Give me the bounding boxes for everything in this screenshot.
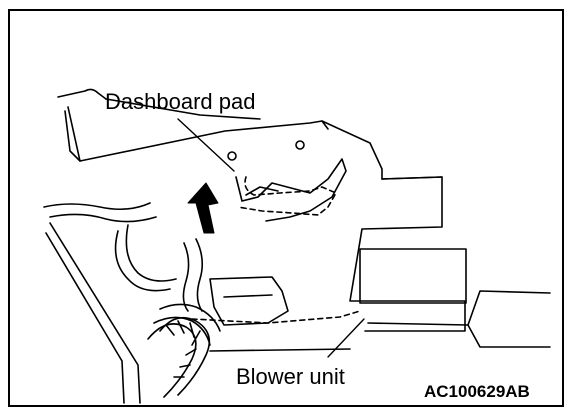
right-panel-outline <box>321 120 466 332</box>
harness-loop <box>114 230 171 292</box>
label-blower-unit: Blower unit <box>236 364 345 389</box>
harness-upper <box>43 202 151 211</box>
left-wall-2 <box>45 232 125 404</box>
right-panel-slot <box>381 176 443 180</box>
hidden-outline <box>237 176 337 216</box>
base-dashed <box>191 310 361 324</box>
tube-ribs <box>165 320 201 378</box>
dashboard-pad-front <box>64 110 81 162</box>
harness-lower <box>159 303 221 332</box>
dashboard-pad-edge <box>57 88 107 100</box>
right-panel-lower <box>367 322 551 348</box>
connector-block-line <box>223 294 273 298</box>
harness-bundle <box>182 242 190 312</box>
leader-blower-unit <box>327 318 365 358</box>
left-wall <box>49 222 141 404</box>
harness-bundle-2 <box>195 238 204 312</box>
harness-lower-2 <box>153 316 211 346</box>
illustration <box>43 88 551 404</box>
corrugated-tube-2 <box>147 323 197 398</box>
duct-bracket <box>235 158 347 222</box>
removal-arrow <box>187 182 219 234</box>
dashboard-pad-top <box>105 98 261 120</box>
mount-hole-left <box>227 151 237 161</box>
mount-hole-right <box>295 140 305 150</box>
right-panel-edge <box>467 290 551 326</box>
floor-line <box>209 348 351 352</box>
corrugated-tube <box>159 316 211 396</box>
label-dashboard-pad: Dashboard pad <box>105 89 256 114</box>
leader-dashboard-pad <box>177 118 235 172</box>
harness-loop-2 <box>125 224 177 282</box>
figure-code: AC100629AB <box>424 382 530 401</box>
figure-frame: Dashboard pad Blower unit AC100629AB <box>8 9 564 407</box>
right-panel-box <box>359 248 467 304</box>
harness-upper-2 <box>49 213 157 223</box>
connector-block <box>209 276 289 326</box>
